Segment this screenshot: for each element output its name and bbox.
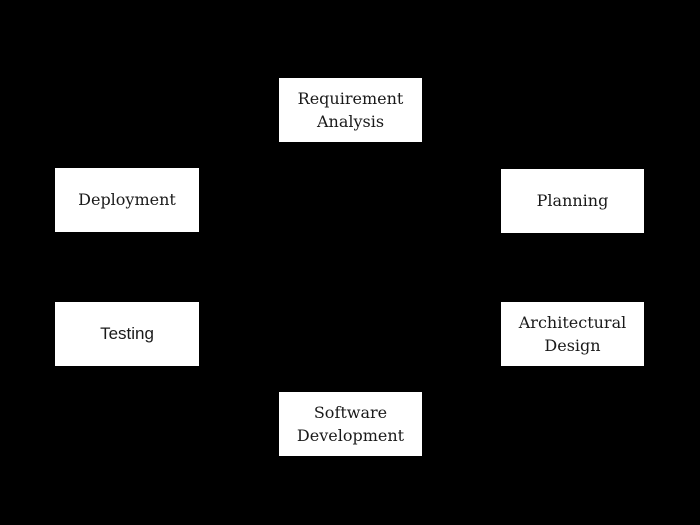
node-architectural-design: Architectural Design [500, 301, 645, 367]
node-planning: Planning [500, 168, 645, 234]
node-label: Testing [100, 323, 154, 343]
node-label: Planning [536, 191, 609, 211]
node-label: Architectural Design [518, 312, 627, 355]
node-software-development: Software Development [278, 391, 423, 457]
node-label: Requirement Analysis [297, 88, 404, 131]
node-testing: Testing [54, 301, 200, 367]
node-label: Deployment [78, 190, 176, 210]
node-deployment: Deployment [54, 167, 200, 233]
node-requirement-analysis: Requirement Analysis [278, 77, 423, 143]
node-label: Software Development [296, 402, 405, 445]
